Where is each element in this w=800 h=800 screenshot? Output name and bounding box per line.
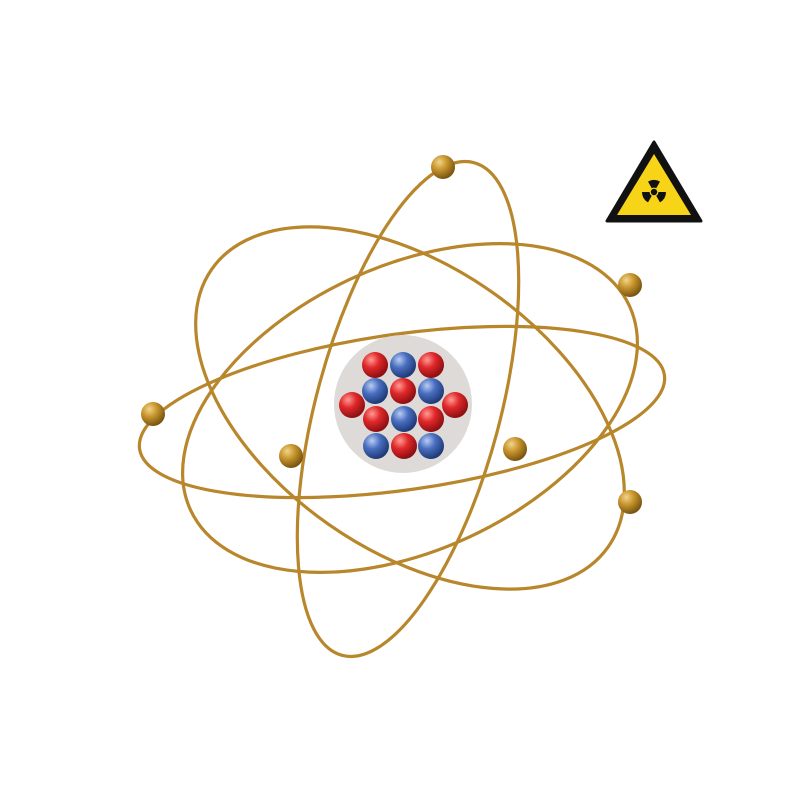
proton — [442, 392, 468, 418]
proton — [390, 378, 416, 404]
electron-group — [141, 155, 642, 514]
neutron — [390, 352, 416, 378]
proton — [418, 352, 444, 378]
electron — [503, 437, 527, 461]
neutron — [418, 378, 444, 404]
neutron — [363, 433, 389, 459]
nucleus — [334, 335, 472, 473]
orbit-diagonal-a — [194, 225, 626, 591]
proton — [418, 406, 444, 432]
proton — [363, 406, 389, 432]
neutron — [391, 406, 417, 432]
trefoil-icon — [642, 179, 666, 203]
electron — [618, 490, 642, 514]
orbit-group — [137, 159, 667, 659]
radiation-warning-icon — [605, 140, 703, 223]
orbit-horizontal — [137, 324, 667, 500]
orbit-diagonal-b — [181, 242, 639, 574]
orbit-vertical — [295, 159, 521, 659]
neutron — [362, 378, 388, 404]
proton — [362, 352, 388, 378]
electron — [141, 402, 165, 426]
proton — [339, 392, 365, 418]
electron — [431, 155, 455, 179]
proton — [391, 433, 417, 459]
electron — [279, 444, 303, 468]
electron — [618, 273, 642, 297]
neutron — [418, 433, 444, 459]
